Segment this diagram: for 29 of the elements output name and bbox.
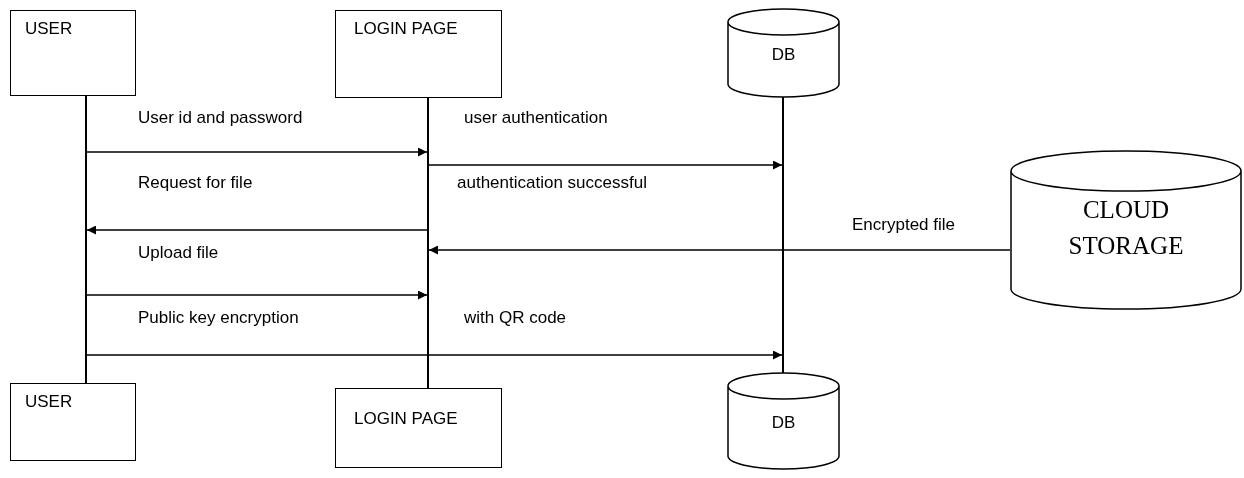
message-label: Request for file [136,173,255,193]
message-label: Public key encryption [136,308,301,328]
message-label: Encrypted file [850,215,957,235]
message-arrow [86,225,428,235]
message-label: Upload file [136,243,221,263]
message-arrow [428,245,1011,255]
participant-name: DB [770,413,797,433]
message-arrow [86,290,428,300]
database-cylinder [727,372,840,470]
participant-name: DB [770,45,797,65]
database-cylinder [727,8,840,98]
database-cylinder [1010,150,1242,310]
participant-name: USER [25,19,73,39]
participant-name: LOGIN PAGE [354,409,458,429]
participant-name: LOGIN PAGE [354,19,458,39]
participant-box [335,10,502,98]
message-label: with QR code [462,308,569,328]
participant-name: CLOUD STORAGE [1067,195,1185,261]
message-arrow [428,160,783,170]
participant-name: USER [25,392,73,412]
lifeline [427,98,429,388]
participant-box [10,383,136,461]
message-arrow [86,350,783,360]
participant-box [335,388,502,468]
lifeline [782,97,784,373]
message-arrow [86,147,428,157]
message-label: User id and password [136,108,305,128]
lifeline [85,96,87,383]
participant-box [10,10,136,96]
